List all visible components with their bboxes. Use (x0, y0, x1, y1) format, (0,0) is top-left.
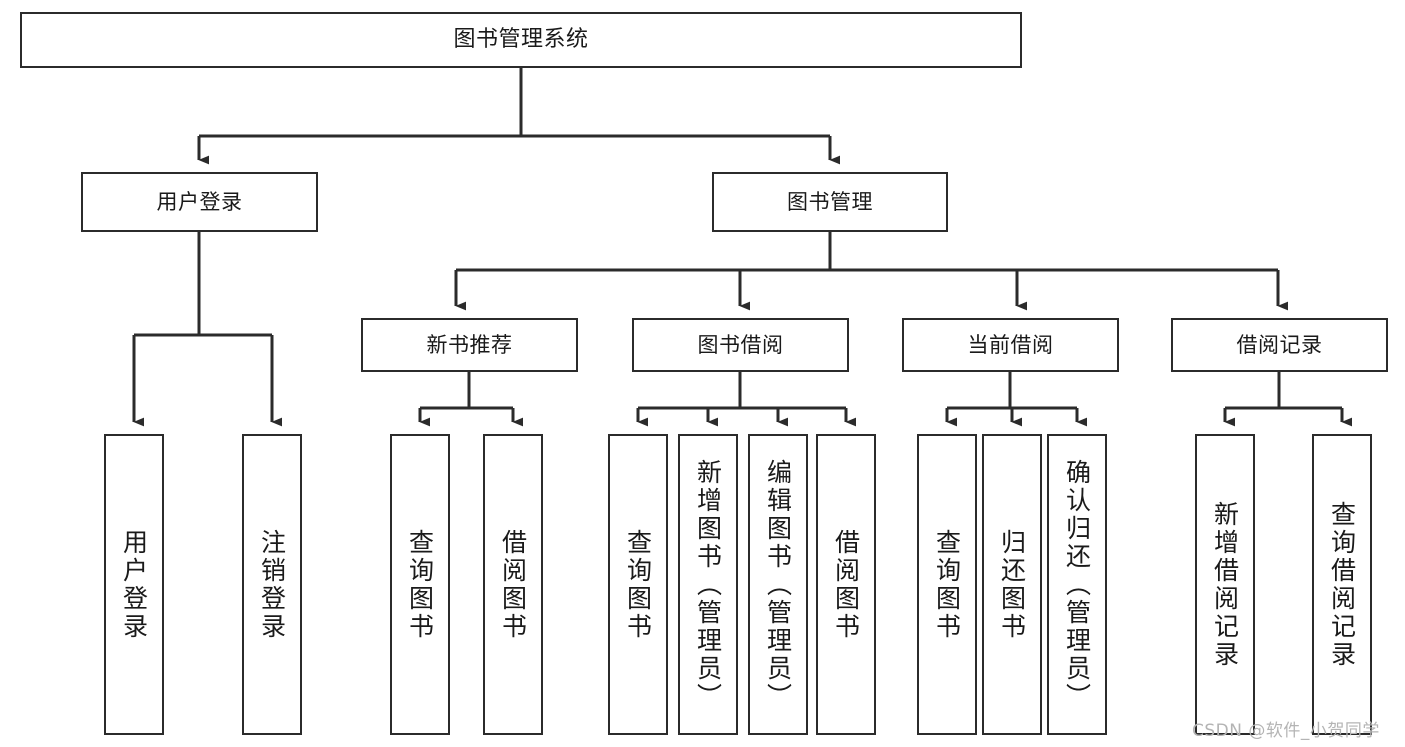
node-borrow-record[interactable]: 借阅记录 (1171, 318, 1388, 372)
node-current-borrow[interactable]: 当前借阅 (902, 318, 1119, 372)
leaf-logout[interactable]: 注销登录 (242, 434, 302, 735)
leaf-add-book-label: 新增图书（管理员） (693, 458, 723, 711)
leaf-query-record-label: 查询借阅记录 (1327, 500, 1357, 669)
leaf-query-book-1-label: 查询图书 (405, 528, 435, 641)
node-root-label: 图书管理系统 (453, 27, 589, 53)
leaf-borrow-book-1-label: 借阅图书 (498, 528, 528, 641)
leaf-return-book-label: 归还图书 (997, 528, 1027, 641)
leaf-add-book[interactable]: 新增图书（管理员） (678, 434, 738, 735)
leaf-query-book-2[interactable]: 查询图书 (608, 434, 668, 735)
csdn-watermark: CSDN @软件_小贺同学 (1192, 721, 1380, 741)
node-new-book-recommend-label: 新书推荐 (426, 332, 513, 357)
node-current-borrow-label: 当前借阅 (967, 332, 1054, 357)
node-user-login-label: 用户登录 (156, 189, 243, 214)
leaf-return-book[interactable]: 归还图书 (982, 434, 1042, 735)
node-new-book-recommend[interactable]: 新书推荐 (361, 318, 578, 372)
leaf-query-book-1[interactable]: 查询图书 (390, 434, 450, 735)
leaf-confirm-return[interactable]: 确认归还（管理员） (1047, 434, 1107, 735)
leaf-logout-label: 注销登录 (257, 528, 287, 641)
leaf-add-record-label: 新增借阅记录 (1210, 500, 1240, 669)
node-root[interactable]: 图书管理系统 (20, 12, 1022, 68)
node-borrow-record-label: 借阅记录 (1236, 332, 1323, 357)
node-book-management-label: 图书管理 (787, 189, 873, 214)
node-book-borrow[interactable]: 图书借阅 (632, 318, 849, 372)
leaf-query-book-3[interactable]: 查询图书 (917, 434, 977, 735)
leaf-edit-book[interactable]: 编辑图书（管理员） (748, 434, 808, 735)
leaf-query-book-2-label: 查询图书 (623, 528, 653, 641)
leaf-edit-book-label: 编辑图书（管理员） (763, 458, 793, 711)
leaf-borrow-book-1[interactable]: 借阅图书 (483, 434, 543, 735)
leaf-borrow-book-2-label: 借阅图书 (831, 528, 861, 641)
node-book-management[interactable]: 图书管理 (712, 172, 948, 232)
leaf-query-record[interactable]: 查询借阅记录 (1312, 434, 1372, 735)
node-book-borrow-label: 图书借阅 (697, 332, 784, 357)
leaf-query-book-3-label: 查询图书 (932, 528, 962, 641)
leaf-user-login-label: 用户登录 (119, 528, 149, 641)
leaf-borrow-book-2[interactable]: 借阅图书 (816, 434, 876, 735)
leaf-add-record[interactable]: 新增借阅记录 (1195, 434, 1255, 735)
leaf-confirm-return-label: 确认归还（管理员） (1062, 458, 1092, 711)
node-user-login[interactable]: 用户登录 (81, 172, 318, 232)
leaf-user-login[interactable]: 用户登录 (104, 434, 164, 735)
